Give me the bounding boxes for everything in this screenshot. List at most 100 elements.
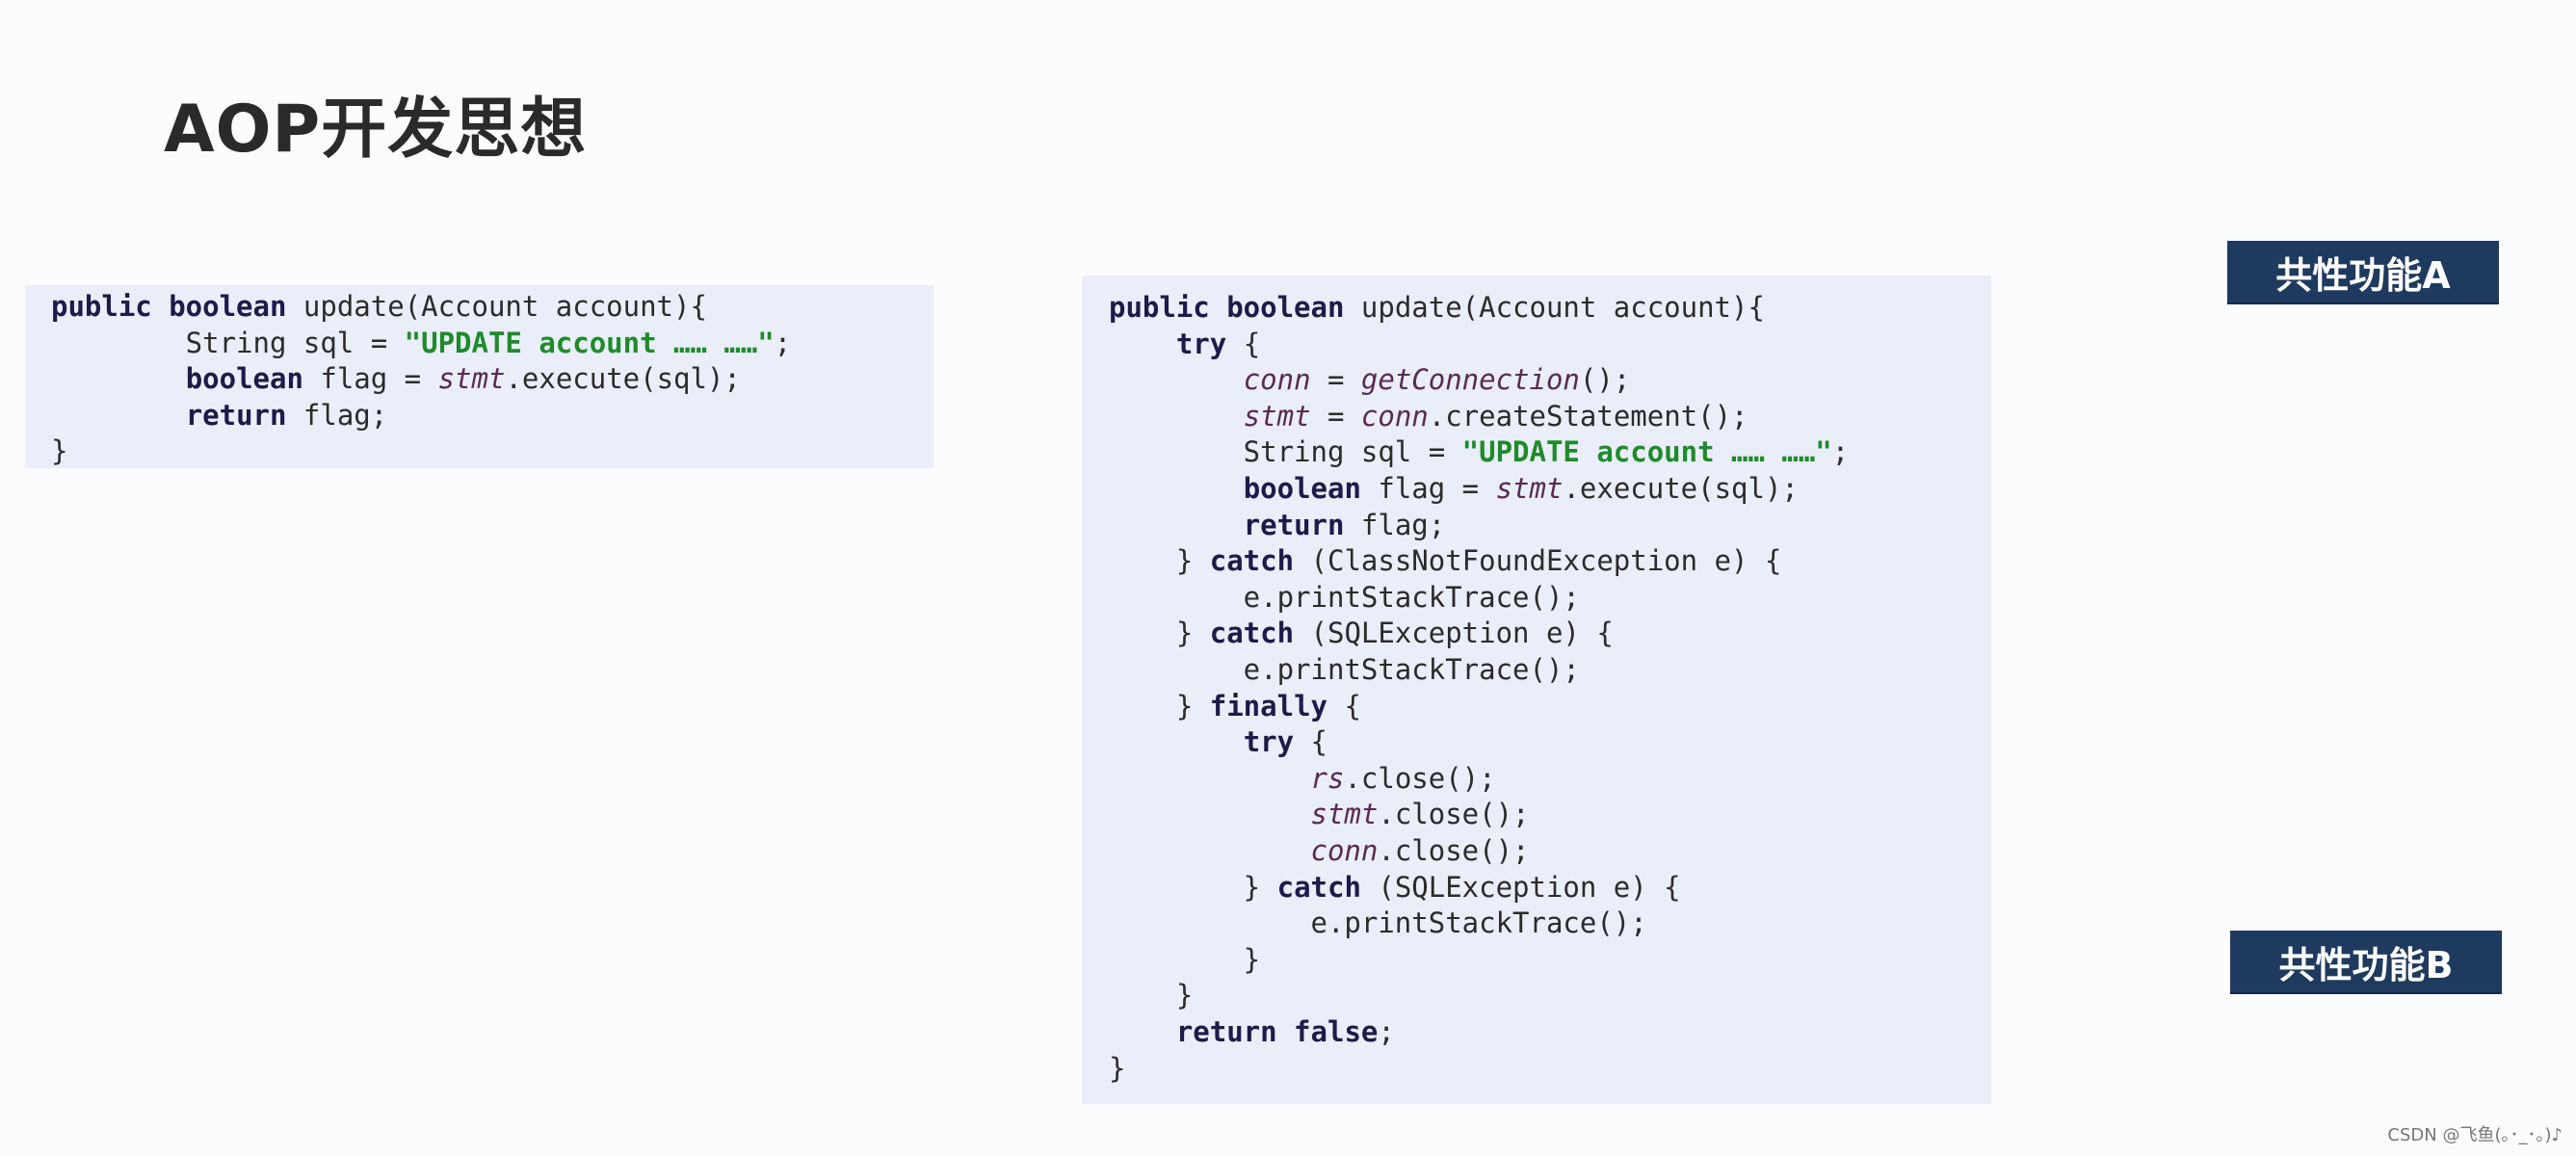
code-token: } bbox=[1109, 979, 1194, 1012]
code-token: { bbox=[1344, 689, 1361, 722]
code-token: public boolean bbox=[1109, 291, 1361, 324]
code-line: rs.close(); bbox=[1109, 761, 1496, 795]
code-token: stmt bbox=[1495, 472, 1564, 505]
code-token: = bbox=[1310, 399, 1361, 433]
code-token: } bbox=[1109, 942, 1261, 976]
code-token: boolean bbox=[1243, 472, 1379, 505]
code-token bbox=[1109, 834, 1311, 867]
code-line: } catch (SQLException e) { bbox=[1109, 619, 1614, 647]
code-token: ; bbox=[1831, 435, 1850, 469]
code-token bbox=[51, 399, 186, 432]
code-token: update(Account account){ bbox=[302, 290, 707, 323]
code-token: (ClassNotFoundException e) { bbox=[1310, 544, 1782, 578]
code-token: { bbox=[1310, 725, 1327, 759]
code-token bbox=[1109, 798, 1311, 830]
code-token: conn bbox=[1310, 834, 1379, 867]
code-token bbox=[1109, 400, 1244, 433]
code-token: public boolean bbox=[51, 290, 303, 323]
code-line: e.printStackTrace(); bbox=[1109, 909, 1647, 937]
code-block-before: public boolean update(Account account){ … bbox=[25, 285, 933, 468]
code-token: try bbox=[1175, 327, 1244, 360]
code-line: conn.close(); bbox=[1109, 837, 1530, 865]
code-token: (SQLException e) { bbox=[1378, 870, 1681, 904]
code-line: return flag; bbox=[51, 398, 388, 432]
code-token: } bbox=[1109, 617, 1210, 650]
code-token: stmt bbox=[437, 362, 506, 395]
code-token: flag; bbox=[1360, 508, 1446, 541]
code-token: String sql = bbox=[51, 326, 405, 359]
code-line: return false; bbox=[1109, 1018, 1395, 1046]
code-token: conn bbox=[1360, 399, 1429, 433]
common-feature-b-label: 共性功能B bbox=[2230, 931, 2502, 992]
common-feature-a-label: 共性功能A bbox=[2227, 241, 2499, 302]
code-token: update(Account account){ bbox=[1360, 291, 1765, 324]
code-token: try bbox=[1243, 725, 1311, 759]
code-line: } bbox=[51, 437, 67, 465]
code-line: } bbox=[1109, 1051, 1126, 1085]
code-token bbox=[1109, 762, 1311, 795]
code-block-after: public boolean update(Account account){ … bbox=[1082, 276, 1991, 1104]
code-token: String sql = bbox=[1109, 435, 1462, 469]
code-token: catch bbox=[1209, 544, 1311, 578]
code-token: .close(); bbox=[1378, 798, 1530, 831]
code-token: getConnection bbox=[1360, 363, 1580, 397]
code-token: e.printStackTrace(); bbox=[1109, 653, 1580, 686]
code-token: catch bbox=[1209, 617, 1311, 650]
code-token: boolean bbox=[185, 362, 321, 395]
code-token bbox=[1109, 472, 1244, 505]
code-line: conn = getConnection(); bbox=[1109, 363, 1631, 397]
watermark: CSDN @飞鱼(｡･_･｡)♪ bbox=[2387, 1125, 2563, 1145]
code-token bbox=[1109, 1015, 1176, 1048]
slide-title: AOP开发思想 bbox=[164, 92, 588, 168]
code-line: boolean flag = stmt.execute(sql); bbox=[51, 365, 741, 393]
code-token: rs bbox=[1310, 761, 1345, 795]
code-line: e.printStackTrace(); bbox=[1109, 583, 1580, 612]
code-line: } catch (SQLException e) { bbox=[1109, 870, 1681, 904]
code-line: String sql = "UPDATE account …… ……"; bbox=[51, 326, 792, 359]
code-token: .execute(sql); bbox=[505, 362, 741, 395]
code-line: } bbox=[1109, 982, 1193, 1010]
code-token: .close(); bbox=[1344, 761, 1496, 795]
code-token: } bbox=[1109, 870, 1277, 904]
code-token bbox=[1109, 363, 1244, 396]
code-token: (SQLException e) { bbox=[1310, 617, 1614, 650]
code-token: "UPDATE account …… ……" bbox=[404, 326, 775, 359]
code-line: return flag; bbox=[1109, 508, 1446, 541]
code-token: stmt bbox=[1243, 399, 1311, 433]
code-line: e.printStackTrace(); bbox=[1109, 656, 1580, 684]
code-token bbox=[1109, 509, 1244, 541]
code-line: stmt = conn.createStatement(); bbox=[1109, 399, 1748, 433]
code-token: return bbox=[1243, 508, 1361, 541]
code-line: try { bbox=[1109, 728, 1327, 756]
code-token: } bbox=[1109, 544, 1210, 578]
code-line: } catch (ClassNotFoundException e) { bbox=[1109, 544, 1782, 578]
code-token bbox=[1109, 725, 1244, 758]
code-token: (); bbox=[1579, 363, 1631, 397]
code-token: } bbox=[1109, 1051, 1126, 1085]
code-token: flag = bbox=[1378, 472, 1496, 505]
code-line: public boolean update(Account account){ bbox=[51, 293, 707, 321]
code-token: } bbox=[51, 434, 68, 467]
code-token: conn bbox=[1243, 363, 1311, 397]
code-line: try { bbox=[1109, 327, 1261, 360]
code-line: boolean flag = stmt.execute(sql); bbox=[1109, 475, 1799, 503]
code-token: "UPDATE account …… ……" bbox=[1461, 435, 1832, 469]
code-token: return bbox=[185, 398, 303, 432]
code-token: stmt bbox=[1310, 798, 1379, 831]
code-token: catch bbox=[1276, 870, 1379, 904]
code-line: } finally { bbox=[1109, 689, 1361, 722]
code-token: { bbox=[1243, 327, 1261, 360]
code-token: ; bbox=[1378, 1015, 1395, 1048]
code-token: = bbox=[1310, 363, 1361, 397]
code-line: } bbox=[1109, 942, 1261, 976]
code-token: } bbox=[1109, 689, 1210, 722]
code-token: .createStatement(); bbox=[1428, 399, 1748, 433]
code-token: e.printStackTrace(); bbox=[1109, 906, 1647, 940]
code-line: public boolean update(Account account){ bbox=[1109, 294, 1765, 322]
code-token bbox=[1109, 328, 1176, 360]
code-line: String sql = "UPDATE account …… ……"; bbox=[1109, 435, 1850, 469]
code-line: stmt.close(); bbox=[1109, 801, 1530, 828]
code-token: return false bbox=[1175, 1015, 1379, 1048]
code-token: flag = bbox=[320, 362, 438, 395]
code-token: finally bbox=[1209, 689, 1345, 722]
